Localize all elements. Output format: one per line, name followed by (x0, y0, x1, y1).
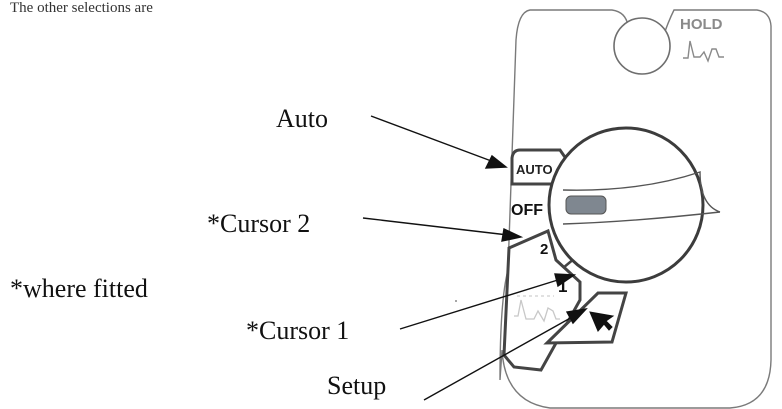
dial-label-off: OFF (511, 202, 543, 219)
leader-line-auto (370, 115, 495, 163)
dial-label-cursor2: 2 (540, 241, 548, 258)
hold-button[interactable] (613, 17, 671, 75)
dial-label-cursor1: 1 (558, 277, 567, 296)
leader-arrowhead-setup (565, 307, 588, 325)
leader-arrowhead-cursor2 (501, 227, 524, 242)
stray-dot (455, 300, 457, 302)
leader-line-setup (423, 315, 575, 401)
leader-line-cursor1 (399, 278, 562, 330)
dial-segment-setup[interactable] (543, 291, 628, 345)
callout-setup-label: Setup (327, 371, 386, 400)
leader-line-cursor2 (362, 217, 509, 236)
leader-arrowhead-cursor1 (554, 273, 577, 288)
dial-knob[interactable] (547, 126, 705, 284)
callout-where-fitted-label: *where fitted (10, 274, 148, 303)
top-text-fragment: The other selections are (10, 0, 153, 16)
dial-pointer-slot (565, 195, 607, 215)
callout-auto-label: Auto (276, 104, 328, 133)
dial-label-auto: AUTO (516, 162, 553, 177)
hold-label: HOLD (680, 16, 723, 33)
cursor1-waveform-icon (514, 299, 560, 323)
leader-arrowhead-auto (484, 154, 508, 169)
hold-waveform-icon (683, 40, 724, 63)
callout-cursor1-label: *Cursor 1 (246, 316, 349, 345)
dial-grip-upper (562, 171, 721, 213)
dial-segment-cursor-area[interactable] (502, 228, 582, 372)
dial-grip-lower (562, 211, 721, 225)
callout-cursor2-label: *Cursor 2 (207, 209, 310, 238)
setup-arrow-icon (589, 311, 615, 332)
